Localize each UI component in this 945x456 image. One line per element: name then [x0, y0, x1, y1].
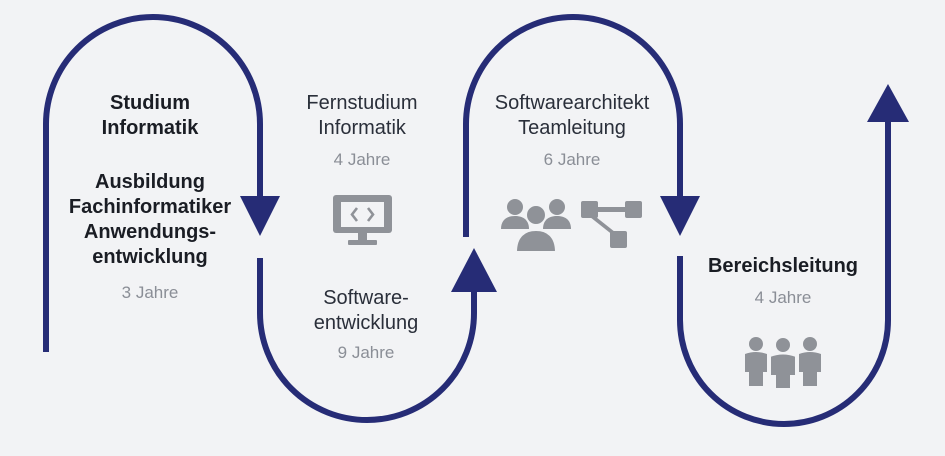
stage-ausbildung-line3: Anwendungs-: [83, 221, 217, 243]
stage-studium: Studium Informatik: [102, 91, 199, 141]
code-monitor-icon: [333, 195, 392, 245]
arrow-up-icon: [451, 248, 497, 292]
stage-bereichsleitung-duration: 4 Jahre: [754, 288, 812, 307]
arrow-up-end-icon: [867, 84, 909, 122]
stage-bereichsleitung-line1: Bereichsleitung: [707, 255, 859, 277]
stage-softwareentwicklung-line2: entwicklung: [313, 312, 419, 334]
stage-ausbildung-line4: entwicklung: [92, 246, 208, 268]
stage-ausbildung-line2: Fachinformatiker: [68, 196, 232, 218]
stage-fernstudium-duration: 4 Jahre: [333, 150, 391, 169]
stage-bereichsleitung: Bereichsleitung 4 Jahre: [708, 254, 858, 310]
stage-ausbildung-duration: 3 Jahre: [121, 283, 179, 302]
arrow-down-icon: [660, 196, 700, 236]
stage-fernstudium: Fernstudium Informatik 4 Jahre: [306, 91, 417, 172]
stage-studium-line2: Informatik: [101, 117, 199, 139]
path-segment-1: [43, 14, 263, 352]
stage-fernstudium-line1: Fernstudium: [306, 92, 418, 114]
path-segment-4: [677, 122, 891, 427]
stage-ausbildung-line1: Ausbildung: [95, 171, 205, 193]
stage-softwareentwicklung-line1: Software-: [323, 287, 409, 309]
hierarchy-icon: [581, 201, 642, 248]
arrow-down-icon: [240, 196, 280, 236]
stage-ausbildung: Ausbildung Fachinformatiker Anwendungs- …: [69, 170, 231, 305]
stage-studium-line1: Studium: [110, 92, 190, 114]
stage-softwareentwicklung: Software- entwicklung 9 Jahre: [314, 286, 419, 365]
stage-architekt-duration: 6 Jahre: [543, 150, 601, 169]
path-segment-3: [463, 14, 683, 237]
group-icon: [745, 336, 821, 390]
team-icon: [501, 199, 571, 253]
stage-softwareentwicklung-duration: 9 Jahre: [337, 343, 395, 362]
stage-architekt: Softwarearchitekt Teamleitung 6 Jahre: [495, 91, 650, 172]
path-segment-2: [257, 258, 477, 423]
stage-architekt-line2: Teamleitung: [518, 117, 626, 139]
stage-fernstudium-line2: Informatik: [318, 117, 406, 139]
stage-architekt-line1: Softwarearchitekt: [494, 92, 650, 114]
